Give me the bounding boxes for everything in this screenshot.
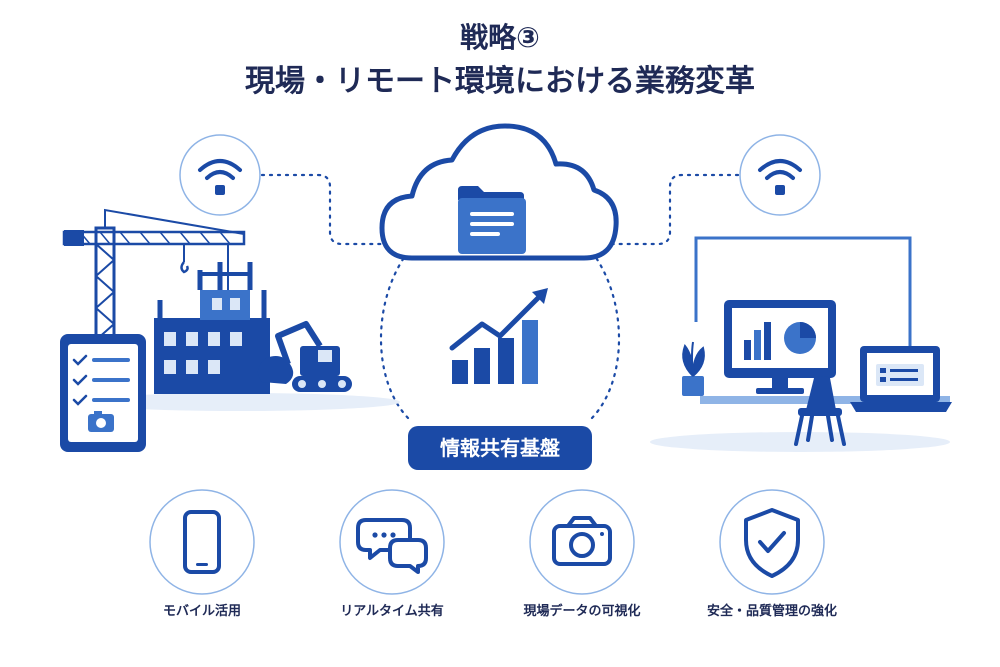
feature-label-realtime-sharing: リアルタイム共有 (340, 604, 444, 619)
camera-icon (552, 516, 612, 566)
remote-office-illustration (650, 236, 952, 452)
tablet-checklist-icon (60, 334, 146, 452)
title-block: 戦略③ 現場・リモート環境における業務変革 (0, 18, 1000, 106)
feature-icon-circles (149, 489, 825, 595)
smartphone-icon (183, 510, 221, 574)
feature-label-data-visualization: 現場データの可視化 (523, 604, 641, 619)
growth-chart-icon (449, 288, 548, 384)
wifi-icon-right (739, 134, 821, 216)
chat-bubbles-icon (356, 518, 428, 574)
info-sharing-platform-badge: 情報共有基盤 (408, 426, 592, 470)
construction-site-illustration (62, 208, 400, 411)
wifi-icon-left (179, 134, 261, 216)
feature-label-safety-quality: 安全・品質管理の強化 (706, 604, 837, 619)
feature-label-mobile: モバイル活用 (162, 604, 241, 619)
shield-check-icon (744, 508, 800, 578)
title-strategy-number: 戦略③ (460, 21, 540, 54)
document-folder-icon (458, 186, 526, 254)
page-title: 現場・リモート環境における業務変革 (245, 64, 755, 99)
